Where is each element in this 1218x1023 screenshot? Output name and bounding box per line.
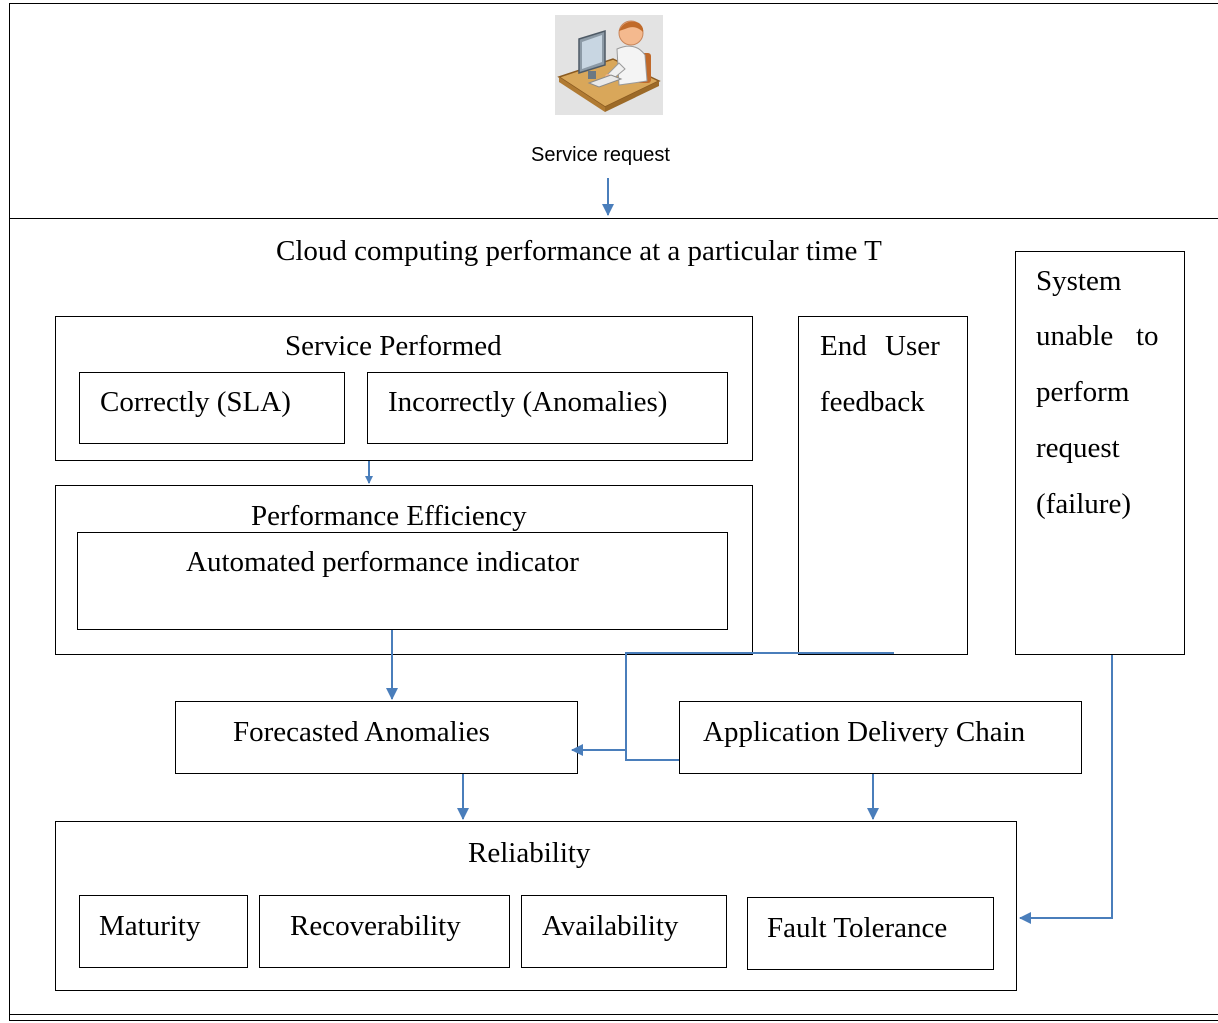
forecasted-anomalies-label: Forecasted Anomalies xyxy=(233,716,490,748)
recoverability-label: Recoverability xyxy=(290,910,461,942)
user-at-computer-icon xyxy=(555,15,663,115)
correctly-box xyxy=(79,372,345,444)
end-user-feedback-word: feedback xyxy=(820,386,925,418)
fault-tolerance-label: Fault Tolerance xyxy=(767,912,948,944)
end-user-feedback-box xyxy=(798,316,968,655)
recoverability-box xyxy=(259,895,510,968)
forecasted-anomalies-box xyxy=(175,701,578,774)
reliability-title: Reliability xyxy=(468,837,591,869)
maturity-box xyxy=(79,895,248,968)
service-performed-title: Service Performed xyxy=(285,330,502,362)
incorrectly-label: Incorrectly (Anomalies) xyxy=(388,386,668,418)
system-unable-word: request xyxy=(1036,432,1120,464)
application-delivery-chain-label: Application Delivery Chain xyxy=(703,716,1026,748)
service-request-label: Service request xyxy=(531,144,670,166)
system-unable-word: (failure) xyxy=(1036,488,1131,520)
fault-tolerance-box xyxy=(747,897,994,970)
system-unable-word: perform xyxy=(1036,376,1130,408)
availability-box xyxy=(521,895,727,968)
end-user-feedback-word: End xyxy=(820,330,867,362)
performance-efficiency-title: Performance Efficiency xyxy=(251,500,527,532)
correctly-label: Correctly (SLA) xyxy=(100,386,291,418)
end-user-feedback-word: User xyxy=(885,330,940,362)
incorrectly-box xyxy=(367,372,728,444)
system-unable-word: unable xyxy=(1036,320,1114,352)
system-unable-box xyxy=(1015,251,1185,655)
availability-label: Availability xyxy=(542,910,679,942)
maturity-label: Maturity xyxy=(99,910,201,942)
system-unable-word: System xyxy=(1036,265,1122,297)
indicator-box xyxy=(77,532,728,630)
indicator-label: Automated performance indicator xyxy=(186,546,579,578)
system-unable-word: to xyxy=(1136,320,1159,352)
page-title: Cloud computing performance at a particu… xyxy=(276,235,882,267)
